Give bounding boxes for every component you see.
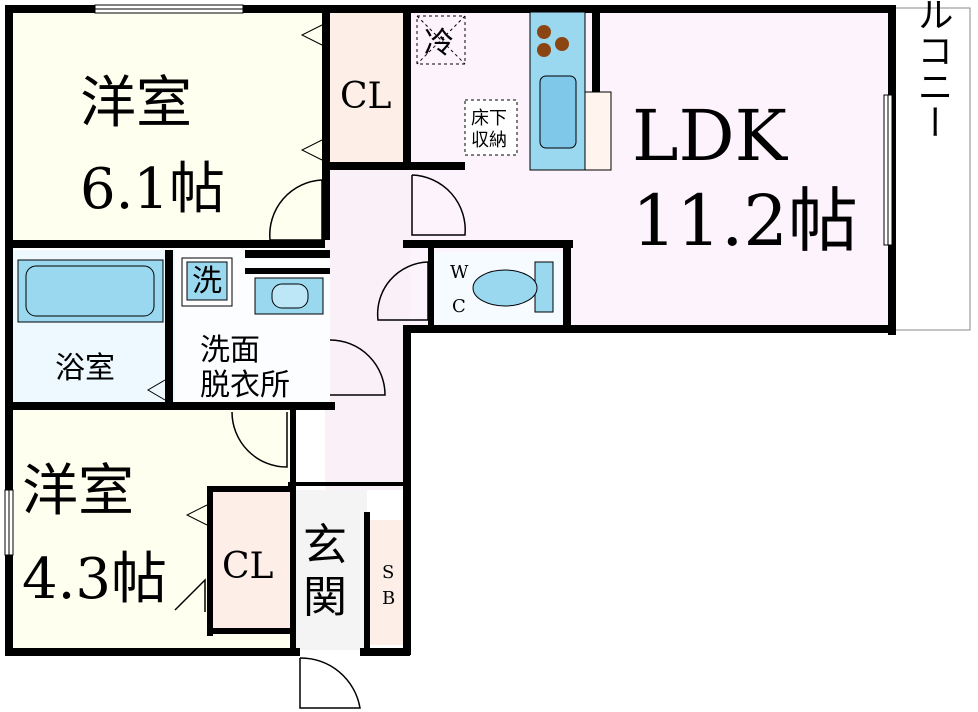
underfloor-storage: [464, 99, 518, 156]
windows: [4, 4, 893, 556]
western-room-1-floor: [10, 10, 330, 245]
shoebox-floor: [370, 520, 408, 645]
stove-burner: [537, 43, 551, 57]
refrigerator-space: [416, 15, 466, 65]
fridge-label: 冷: [424, 26, 454, 61]
door-swings: [174, 174, 466, 709]
western-room-1-size: 6.1帖: [80, 157, 225, 222]
wash-basin-bowl: [271, 283, 309, 309]
entrance-floor: [295, 490, 367, 650]
closet-1-label: CL: [340, 76, 392, 117]
wc-label-2: C: [452, 296, 466, 317]
washroom-label-2: 脱衣所: [200, 368, 290, 403]
hallway-floor: [325, 165, 410, 490]
stove-burner: [537, 25, 551, 39]
western-room-2-size: 4.3帖: [22, 547, 167, 612]
underfloor-label-2: 収納: [471, 130, 507, 151]
toilet-tank: [534, 261, 554, 313]
washer-box: [186, 261, 228, 301]
washroom-label-1: 洗面: [200, 333, 260, 368]
washer-label: 洗: [192, 264, 222, 299]
balcony-label: バルコニー: [912, 0, 953, 140]
wc-label-1: W: [450, 262, 469, 283]
ldk-size: 11.2帖: [632, 180, 858, 262]
closet-marks: [147, 24, 323, 526]
stove-burner: [555, 37, 569, 51]
kitchen-side-counter: [584, 91, 612, 171]
entrance-label-1: 玄: [303, 520, 347, 571]
western-room-2-name: 洋室: [22, 459, 134, 524]
underfloor-label-1: 床下: [471, 108, 507, 129]
shoebox-label-2: B: [382, 588, 395, 609]
closet-2-label: CL: [222, 546, 274, 587]
bathroom-label: 浴室: [55, 351, 115, 386]
shoebox-label-1: S: [382, 562, 394, 583]
closet-2-floor: [212, 492, 292, 632]
western-room-1-name: 洋室: [80, 71, 192, 136]
walls: [5, 5, 896, 656]
ldk-name: LDK: [632, 95, 789, 177]
kitchen-sink: [539, 75, 577, 149]
balcony-floor: [894, 7, 971, 331]
closet-1-floor: [330, 10, 405, 162]
bathtub-inner: [25, 265, 155, 317]
toilet-bowl: [472, 269, 538, 307]
entrance-label-2: 関: [303, 572, 347, 623]
